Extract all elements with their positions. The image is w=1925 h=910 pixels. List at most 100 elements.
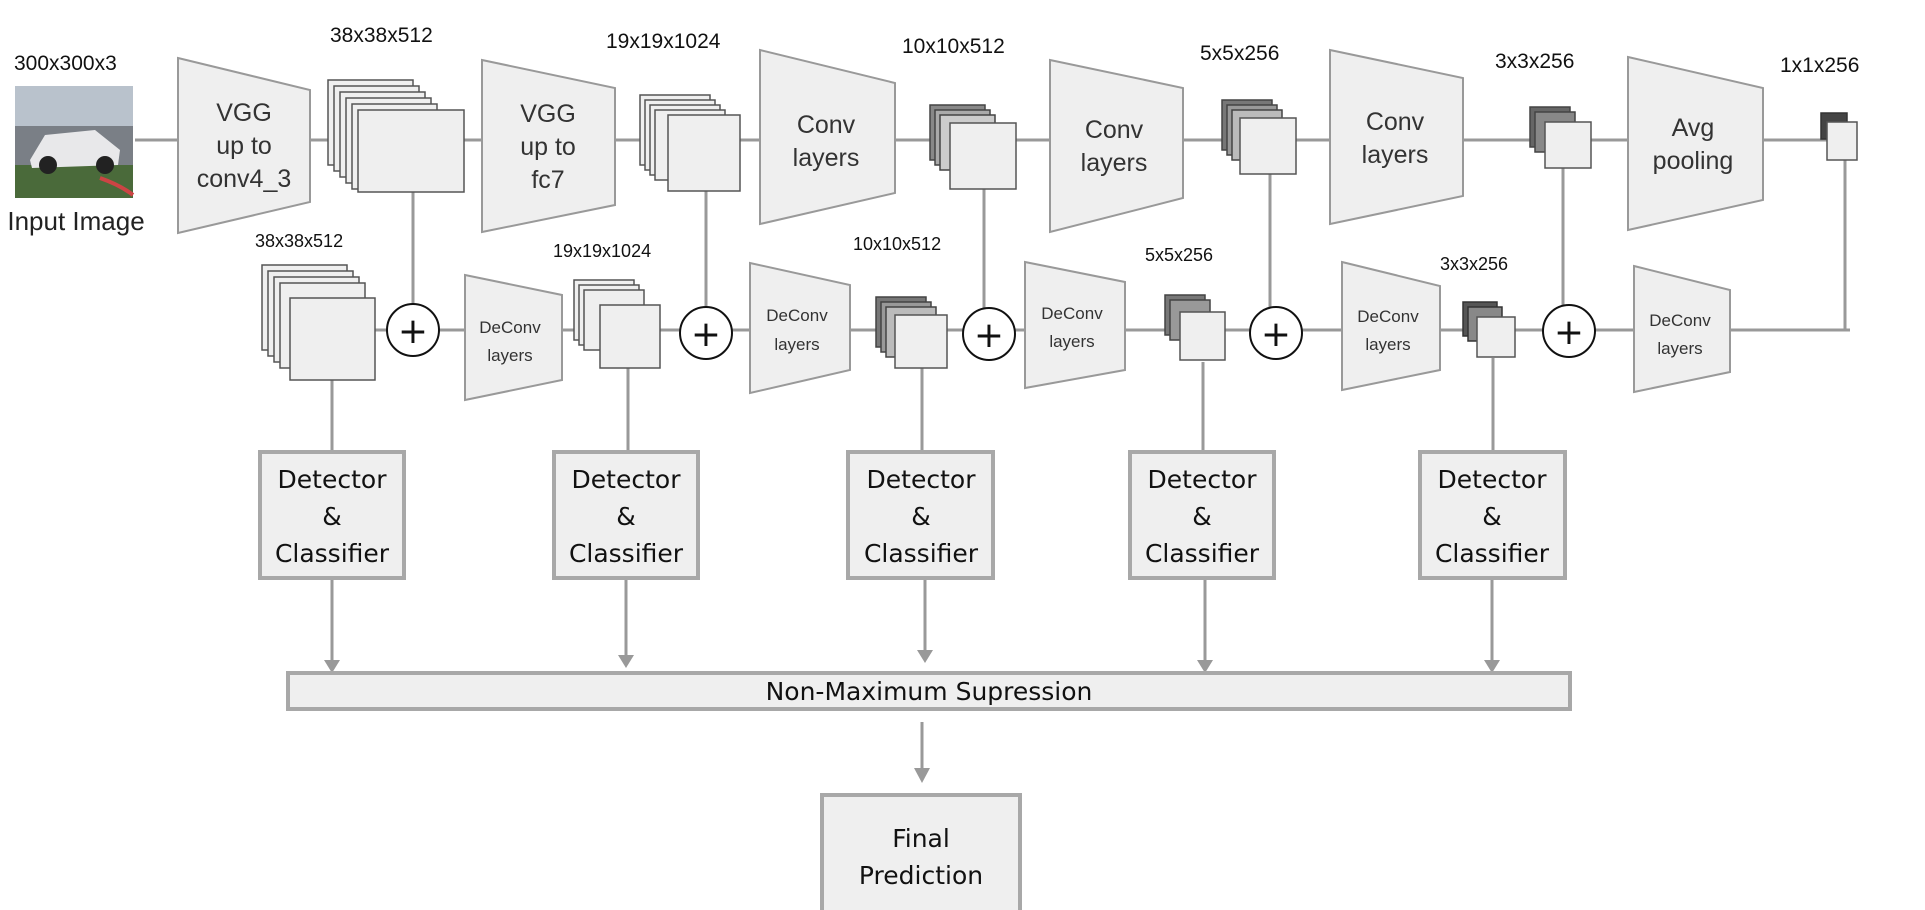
bottom-dim-1: 38x38x512 [255,231,343,251]
bottom-feature-map-1 [261,264,376,381]
top-dim-4: 5x5x256 [1200,42,1279,65]
top-block-4-line-1: Conv [1085,116,1144,144]
arrow-head-5 [1484,660,1500,673]
final-prediction-box: Final Prediction [820,793,1022,910]
conv-layers-block-3 [1329,48,1464,226]
detector-box-1: Detector & Classifier [258,450,406,580]
input-photo-car-wheel-front [39,156,57,174]
detector-boxes: Detector & Classifier Detector & Classif… [258,450,1567,580]
top-feature-map-6 [1820,112,1858,161]
detector-4-line-2: & [1192,502,1212,531]
arrow-head-3 [917,650,933,663]
plus-icon: + [1261,314,1291,355]
detector-4-line-1: Detector [1148,465,1258,494]
deconv-blocks: DeConv layers DeConv layers DeConv layer… [464,260,1731,402]
deconv-block-3-line-1: DeConv [1041,304,1103,323]
top-block-1-line-2: up to [216,132,272,160]
input-photo-sky [15,86,133,126]
bottom-dim-3: 10x10x512 [853,234,941,254]
top-feature-map-2 [639,94,741,192]
top-block-5-line-2: layers [1362,141,1429,169]
conv-layers-block-2 [1049,58,1184,234]
deconv-block-5 [1633,264,1731,394]
deconv-block-1 [464,273,563,402]
top-block-6-line-1: Avg [1672,114,1715,142]
bottom-feature-map-2 [573,279,661,369]
top-row-blocks: VGG up to conv4_3 VGG up to fc7 Conv lay… [177,48,1764,235]
top-feature-map-4 [1221,99,1297,175]
detector-2-line-3: Classifier [569,539,684,568]
final-line-2: Prediction [859,861,983,890]
top-dim-6: 1x1x256 [1780,54,1859,77]
merge-node-1: + [386,303,440,357]
plus-icon: + [1554,312,1584,353]
vgg-conv4-block [177,56,311,235]
bottom-dim-4: 5x5x256 [1145,245,1213,265]
merge-node-2: + [679,306,733,360]
arrow-head-2 [618,655,634,668]
top-block-2-line-1: VGG [520,100,576,128]
detector-box-2: Detector & Classifier [552,450,700,580]
deconv-block-1-line-2: layers [487,346,532,365]
deconv-block-4 [1341,260,1441,392]
nms-label: Non-Maximum Supression [766,677,1093,706]
deconv-block-2 [749,261,851,395]
deconv-block-5-line-2: layers [1657,339,1702,358]
input-image-group: 300x300x3 Input Image [7,52,144,236]
detector-2-line-1: Detector [572,465,682,494]
bottom-dim-labels: 38x38x512 19x19x1024 10x10x512 5x5x256 3… [255,231,1508,274]
top-dim-1: 38x38x512 [330,24,433,47]
arrow-head-4 [1197,660,1213,673]
detector-5-line-3: Classifier [1435,539,1550,568]
top-block-5-line-1: Conv [1366,108,1425,136]
detector-5-line-1: Detector [1438,465,1548,494]
input-photo-car-wheel-rear [96,156,114,174]
bottom-dim-2: 19x19x1024 [553,241,651,261]
detector-2-line-2: & [616,502,636,531]
merge-node-5: + [1542,304,1596,358]
input-photo-grass [15,165,133,198]
plus-icon: + [691,314,721,355]
input-image-label: Input Image [7,206,144,236]
plus-icon: + [974,315,1004,356]
input-size-label: 300x300x3 [14,52,117,75]
top-block-4-line-2: layers [1081,149,1148,177]
bottom-feature-map-5 [1462,301,1516,358]
detector-1-line-2: & [322,502,342,531]
arrow-head-1 [324,660,340,673]
bottom-feature-maps [261,264,1516,381]
input-photo-track-curb [99,176,135,197]
top-feature-map-5 [1529,106,1592,169]
top-dim-2: 19x19x1024 [606,30,721,53]
merge-nodes: + + + + + [386,303,1596,361]
top-block-3-line-1: Conv [797,111,856,139]
top-block-3-line-2: layers [793,144,860,172]
top-feature-maps [327,79,1858,193]
vgg-fc7-block [481,58,616,234]
deconv-block-3-line-2: layers [1049,332,1094,351]
deconv-block-3 [1024,260,1126,390]
top-dim-labels: 38x38x512 19x19x1024 10x10x512 5x5x256 3… [330,24,1859,77]
top-block-2-line-3: fc7 [531,166,564,194]
deconv-block-5-line-1: DeConv [1649,311,1711,330]
detector-4-line-3: Classifier [1145,539,1260,568]
top-dim-3: 10x10x512 [902,35,1005,58]
detector-5-line-2: & [1482,502,1502,531]
detector-1-line-1: Detector [278,465,388,494]
detector-box-3: Detector & Classifier [846,450,995,580]
plus-icon: + [398,311,428,352]
nms-bar: Non-Maximum Supression [286,671,1572,711]
nms-arrow-head [914,768,930,783]
input-photo [15,86,135,198]
conv-layers-block-1 [759,48,896,226]
detector-3-line-2: & [911,502,931,531]
detector-box-4: Detector & Classifier [1128,450,1276,580]
detector-box-5: Detector & Classifier [1418,450,1567,580]
top-block-6-line-2: pooling [1653,147,1734,175]
bottom-dim-5: 3x3x256 [1440,254,1508,274]
top-feature-map-3 [929,104,1017,190]
deconv-block-2-line-1: DeConv [766,306,828,325]
top-feature-map-1 [327,79,465,193]
deconv-block-1-line-1: DeConv [479,318,541,337]
